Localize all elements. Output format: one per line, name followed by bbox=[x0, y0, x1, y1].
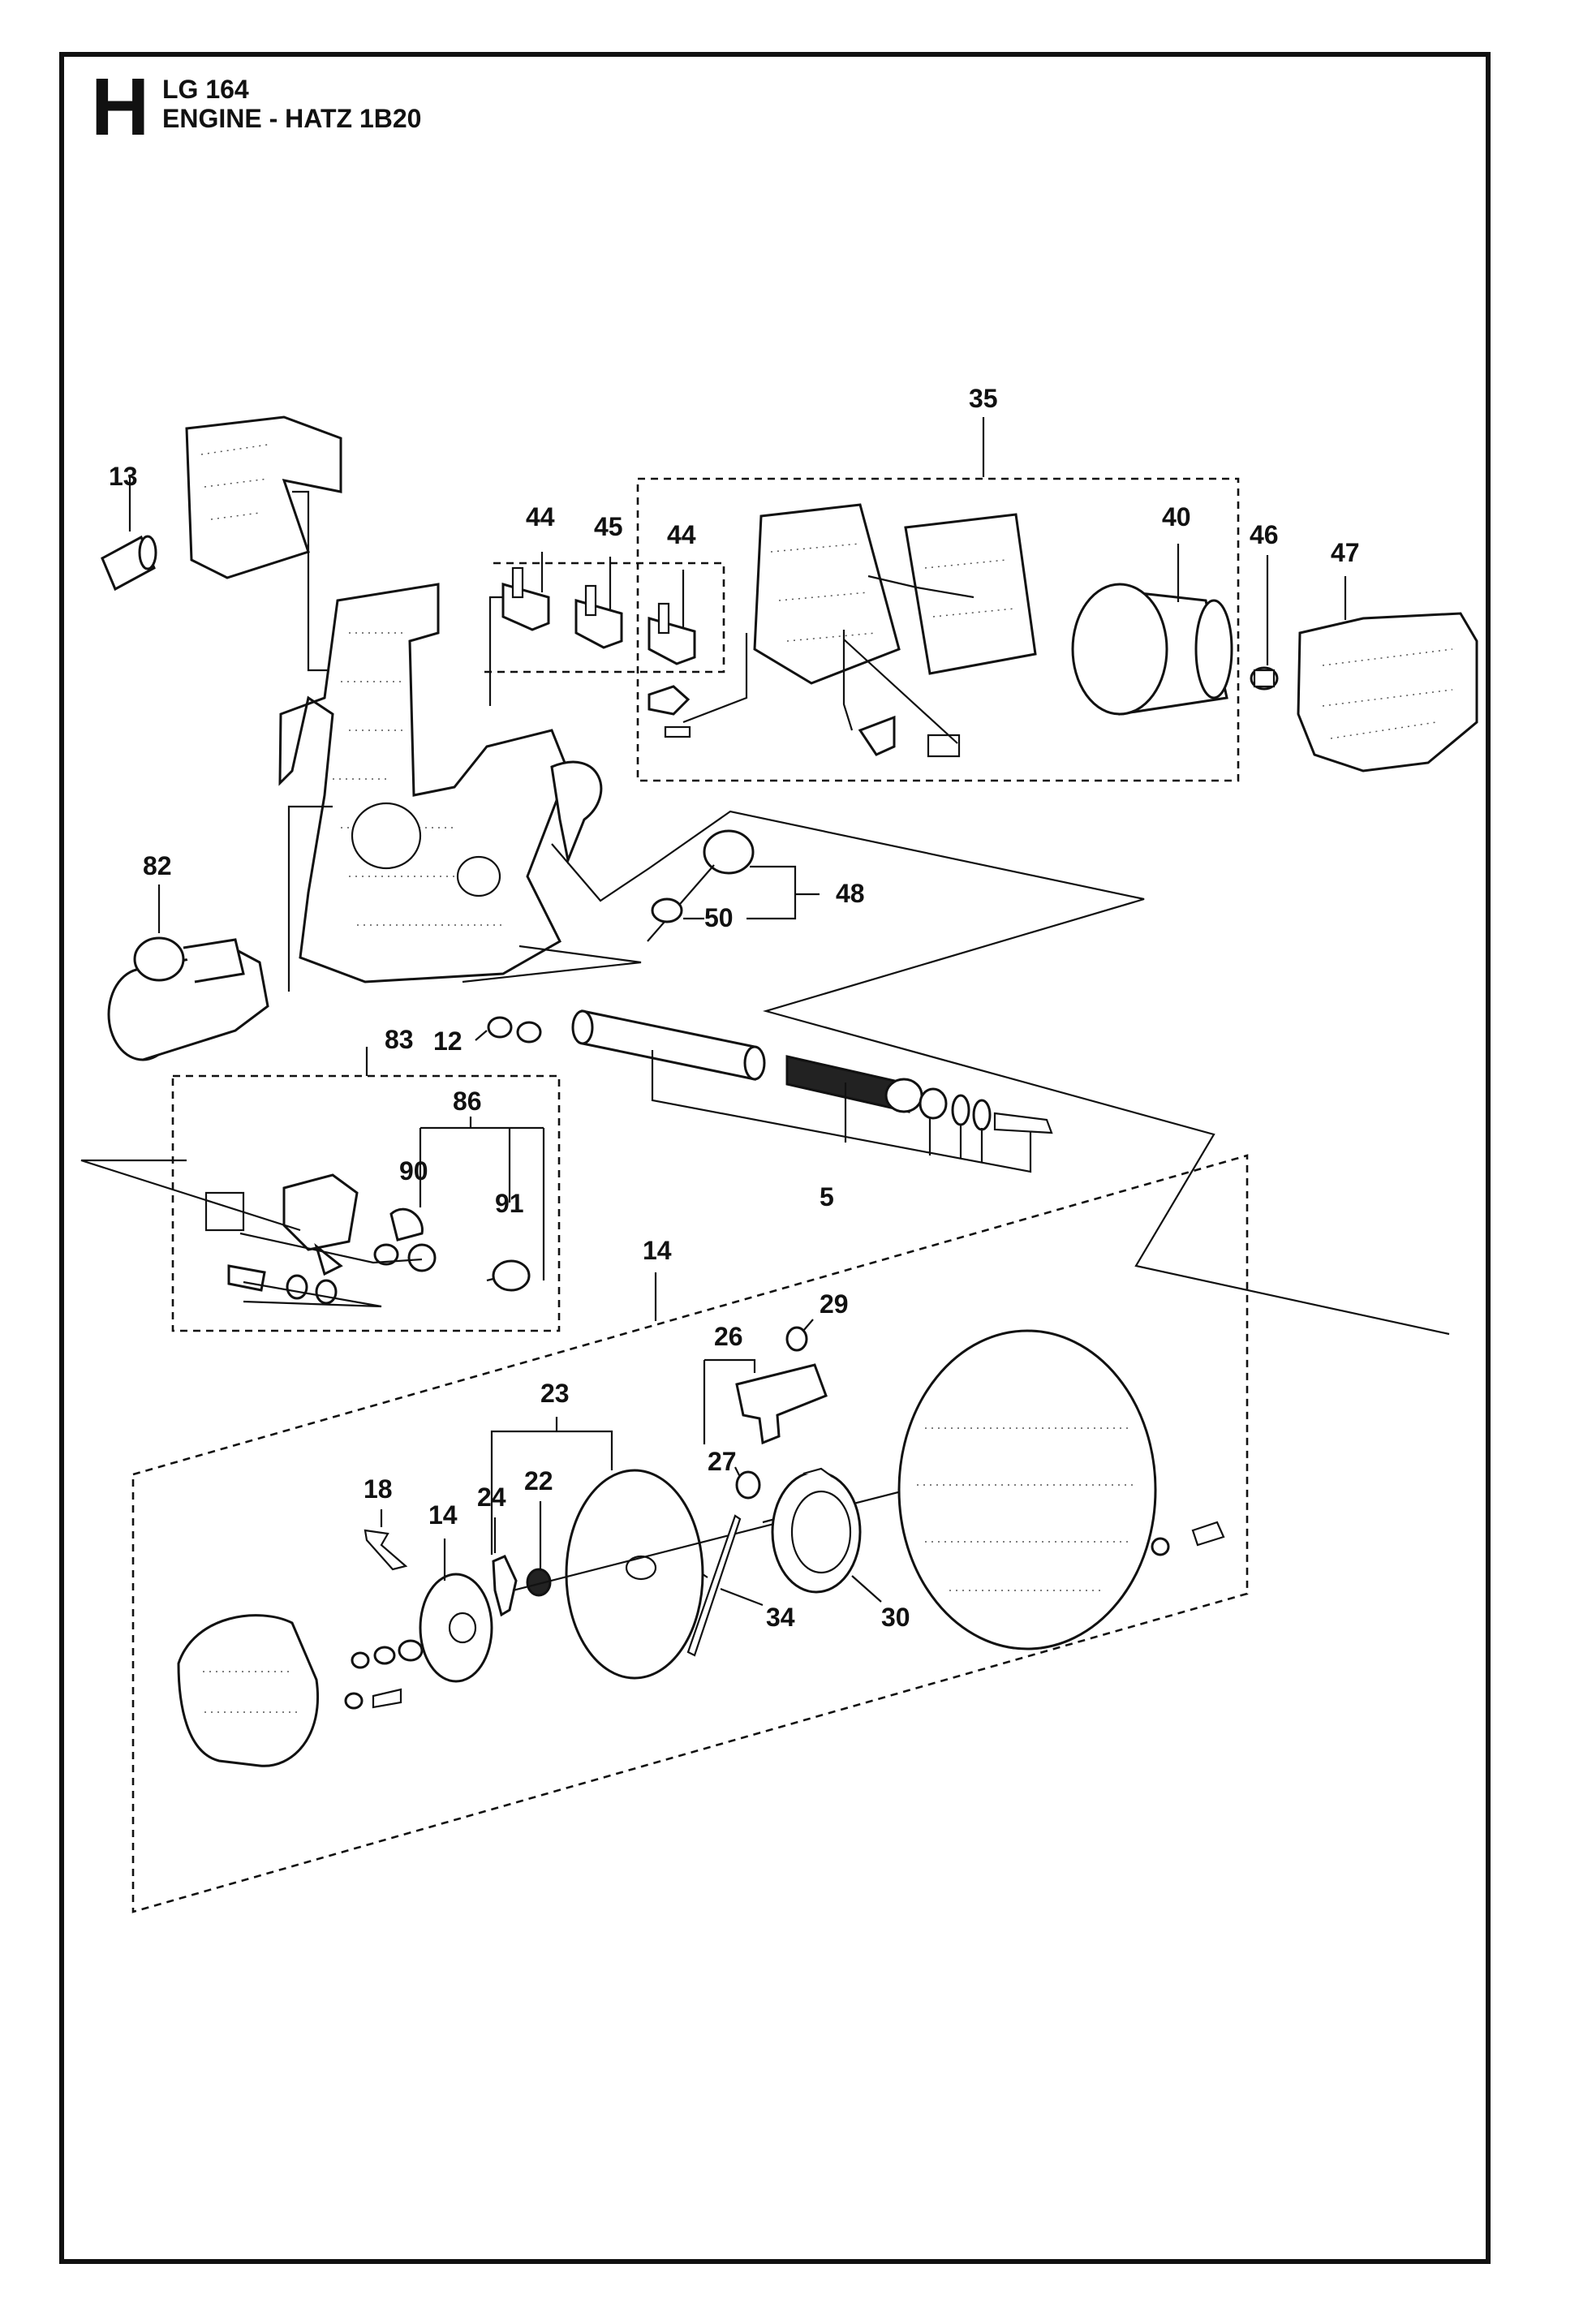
bolts-small bbox=[344, 1639, 424, 1710]
callout-83: 83 bbox=[385, 1025, 414, 1054]
fan-cover bbox=[185, 415, 342, 579]
bracket-44-left bbox=[501, 566, 550, 631]
callout-24: 24 bbox=[477, 1483, 506, 1512]
leader-23 bbox=[490, 1417, 613, 1555]
callout-47: 47 bbox=[1331, 538, 1360, 567]
callout-5: 5 bbox=[820, 1182, 834, 1211]
leader-30 bbox=[851, 1575, 882, 1603]
group-box-44-45 bbox=[484, 562, 725, 674]
connector-engine-shaft bbox=[551, 810, 1450, 1336]
callout-40: 40 bbox=[1162, 502, 1191, 532]
filter-small-parts bbox=[648, 633, 961, 758]
callout-46: 46 bbox=[1250, 520, 1279, 549]
air-filter-housing bbox=[753, 503, 901, 685]
bulb-91 bbox=[486, 1259, 531, 1292]
air-filter-cover-plate bbox=[904, 513, 1037, 675]
callout-50: 50 bbox=[704, 903, 734, 932]
pulley-14 bbox=[419, 1573, 493, 1683]
nut-fan bbox=[1151, 1521, 1225, 1556]
page-frame bbox=[59, 52, 1491, 2264]
callout-29: 29 bbox=[820, 1289, 849, 1319]
callout-12: 12 bbox=[433, 1026, 463, 1056]
leader-engine-44 bbox=[488, 596, 503, 706]
callout-45: 45 bbox=[594, 512, 623, 541]
leader-5 bbox=[651, 1050, 1032, 1173]
callout-26: 26 bbox=[714, 1322, 743, 1351]
knob-29 bbox=[785, 1326, 808, 1352]
callout-14-group: 14 bbox=[643, 1236, 672, 1265]
leader-26 bbox=[703, 1358, 756, 1444]
leader-27-29 bbox=[734, 1319, 814, 1478]
callout-90: 90 bbox=[399, 1156, 428, 1186]
recoil-cover bbox=[177, 1614, 319, 1767]
callout-27: 27 bbox=[708, 1447, 737, 1476]
callout-44-right: 44 bbox=[667, 520, 696, 549]
fitting-12 bbox=[487, 1016, 542, 1044]
shaft-tube-5 bbox=[571, 1009, 766, 1081]
connector-12-engine bbox=[462, 945, 642, 983]
ratchet-30 bbox=[771, 1467, 862, 1594]
handle-26 bbox=[735, 1363, 828, 1445]
spring-22 bbox=[526, 1568, 552, 1597]
callout-82: 82 bbox=[143, 851, 172, 880]
leader-86 bbox=[419, 1117, 545, 1280]
leader-83-frame bbox=[80, 1047, 423, 1308]
page-title: ENGINE - HATZ 1B20 bbox=[162, 104, 422, 133]
leader-filter-link bbox=[842, 575, 975, 744]
callout-48: 48 bbox=[836, 879, 865, 908]
leader-starter-link bbox=[287, 805, 333, 992]
starter-motor-82 bbox=[107, 936, 269, 1061]
nut-46 bbox=[1250, 666, 1279, 691]
callout-18: 18 bbox=[364, 1474, 393, 1504]
callout-35: 35 bbox=[969, 384, 998, 413]
cap-13 bbox=[101, 535, 157, 592]
bracket-45 bbox=[574, 584, 623, 649]
callout-34: 34 bbox=[766, 1603, 795, 1632]
callout-86: 86 bbox=[453, 1087, 482, 1116]
pawl-24 bbox=[492, 1555, 518, 1617]
callout-13: 13 bbox=[109, 462, 138, 491]
rope-34 bbox=[686, 1470, 761, 1657]
callout-44-left: 44 bbox=[526, 502, 555, 532]
callout-30: 30 bbox=[881, 1603, 910, 1632]
leader-48 bbox=[746, 865, 820, 920]
callout-91: 91 bbox=[495, 1189, 524, 1218]
fan-wheel bbox=[897, 1329, 1157, 1650]
section-letter: H bbox=[91, 62, 150, 153]
callout-22: 22 bbox=[524, 1466, 553, 1496]
bracket-44-right bbox=[648, 602, 696, 665]
callout-23: 23 bbox=[540, 1379, 570, 1408]
switch-plate-83 bbox=[204, 1173, 359, 1276]
model-name: LG 164 bbox=[162, 75, 249, 104]
group-box-14 bbox=[131, 1154, 1249, 1913]
engine-block bbox=[278, 583, 603, 983]
leader-34 bbox=[720, 1587, 764, 1607]
fitting-83 bbox=[227, 1264, 338, 1305]
shaft-seals bbox=[884, 1078, 1053, 1134]
oil-dipstick-48 bbox=[647, 829, 755, 942]
leader-fan-engine bbox=[292, 490, 341, 672]
callout-14-pulley: 14 bbox=[428, 1500, 458, 1530]
reel-23 bbox=[565, 1469, 708, 1680]
air-filter-cover-47 bbox=[1297, 612, 1478, 773]
bulb-90 bbox=[373, 1207, 437, 1272]
air-filter-element-40 bbox=[1071, 583, 1233, 716]
group-box-83 bbox=[171, 1074, 561, 1332]
group-box-35 bbox=[636, 477, 1240, 782]
leader-12 bbox=[475, 1030, 488, 1041]
spring-18 bbox=[364, 1529, 408, 1571]
